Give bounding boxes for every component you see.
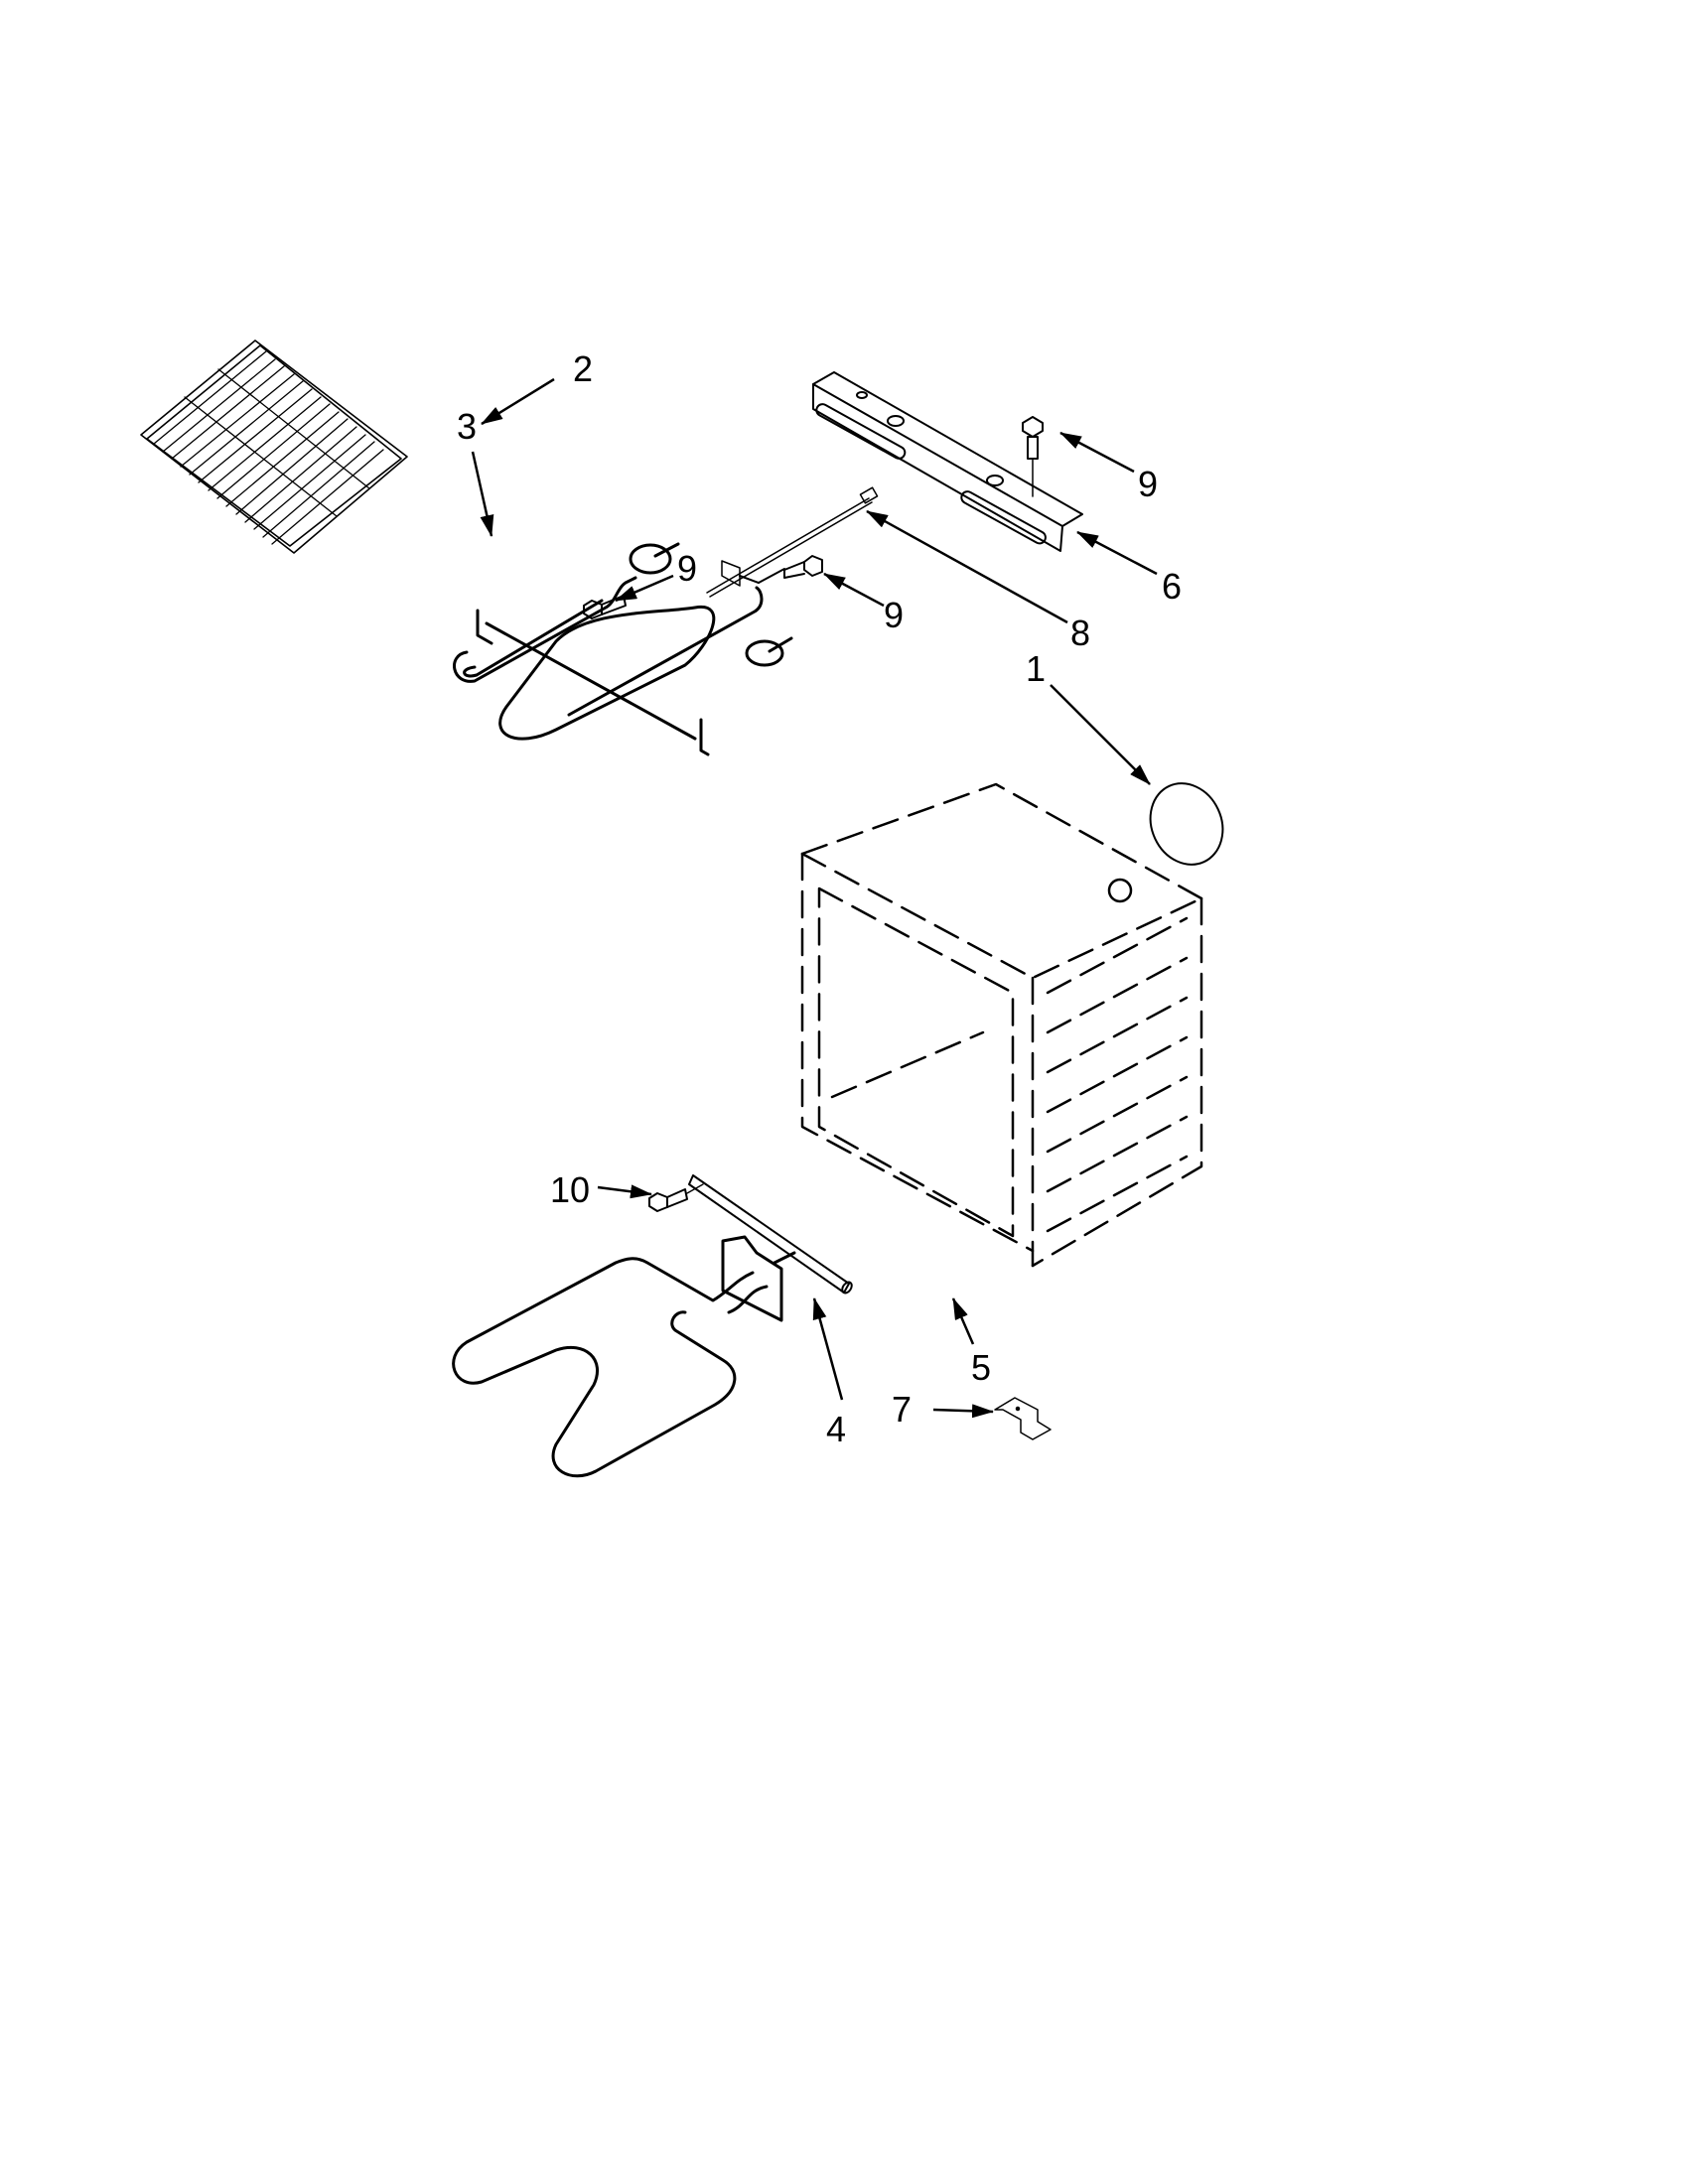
bake-element [452,1235,796,1478]
callout-labels: 2 3 9 9 8 9 6 1 10 4 5 7 [457,348,1182,1449]
callout-5: 5 [971,1347,991,1388]
callout-1: 1 [1026,648,1046,689]
callout-9-center: 9 [884,595,904,635]
callout-10: 10 [550,1169,590,1210]
gasket [1149,782,1224,866]
callout-4: 4 [826,1409,846,1449]
oven-rack [140,340,408,554]
temperature-sensor [706,486,879,598]
callout-3: 3 [457,406,477,447]
callout-8: 8 [1070,613,1090,653]
clip [994,1397,1052,1440]
callout-9-left: 9 [677,548,697,589]
insulation-tube [688,1174,853,1295]
oven-cavity [800,782,1203,1268]
callout-2: 2 [573,348,593,389]
screw-center [783,555,823,579]
callout-9-right: 9 [1138,464,1158,504]
screw-top-right [1022,416,1044,497]
mounting-bracket [812,371,1083,552]
callout-6: 6 [1162,566,1182,607]
leader-lines [471,377,1158,1419]
broil-element [453,542,793,756]
callout-7: 7 [892,1389,912,1430]
